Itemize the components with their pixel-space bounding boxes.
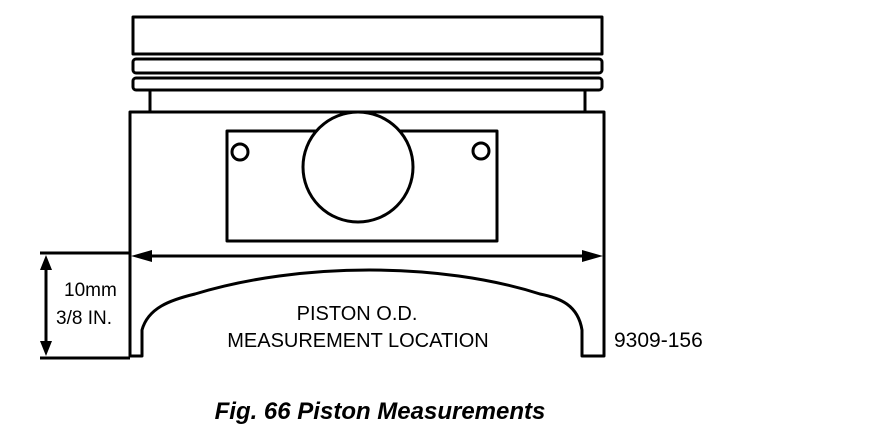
piston-ring-1 <box>131 57 604 75</box>
figure-caption: Fig. 66 Piston Measurements <box>214 398 546 425</box>
piston-ring-land <box>148 90 587 112</box>
location-label-line1: PISTON O.D. <box>297 303 418 325</box>
pin-boss-hole-left <box>230 142 250 162</box>
vertical-dimension <box>40 251 130 360</box>
piston-pin <box>301 110 415 224</box>
figure-code: 9309-156 <box>614 329 703 352</box>
od-measurement-line <box>131 250 603 262</box>
location-label-line2: MEASUREMENT LOCATION <box>227 330 489 352</box>
dimension-mm-label: 10mm <box>64 280 117 301</box>
piston-skirt <box>128 110 606 358</box>
piston-crown <box>131 15 604 56</box>
piston-ring-2 <box>131 76 604 92</box>
pin-boss-hole-right <box>471 141 491 161</box>
dimension-in-label: 3/8 IN. <box>56 308 112 329</box>
